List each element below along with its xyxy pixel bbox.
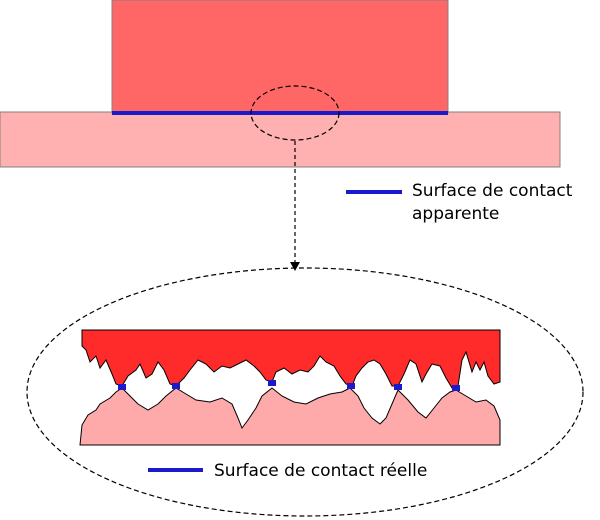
- contact-point: [347, 383, 355, 389]
- lower-rough-surface: [79, 387, 501, 446]
- legend-real-label: Surface de contact réelle: [214, 461, 428, 481]
- zoom-arrow-head: [290, 262, 300, 271]
- upper-block: [111, 0, 449, 114]
- zoom-region-ellipse: [250, 85, 340, 141]
- contact-point: [172, 383, 180, 389]
- magnified-view-ellipse: [26, 267, 584, 517]
- legend-apparent-label-line1: Surface de contact: [412, 181, 573, 201]
- contact-point: [394, 384, 402, 390]
- contact-point: [268, 380, 276, 386]
- real-contact-points: [118, 380, 460, 391]
- legend-apparent-label-line2: apparente: [412, 204, 500, 224]
- contact-point: [118, 384, 126, 390]
- lower-slab: [0, 111, 561, 168]
- contact-point: [452, 385, 460, 391]
- upper-rough-surface: [81, 329, 501, 389]
